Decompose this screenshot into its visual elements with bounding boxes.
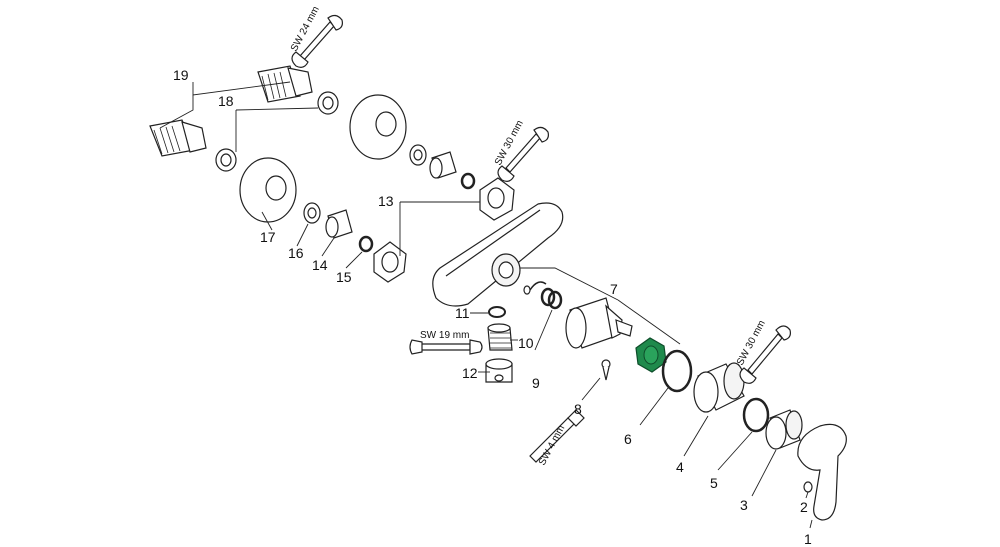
part-15-upper-oring [460, 172, 476, 190]
part-8-screw [601, 359, 611, 381]
part-3-cover-ring [765, 409, 803, 450]
part-10-check-valve [487, 323, 513, 351]
highlighted-nut [635, 337, 667, 373]
mixer-body [432, 202, 564, 307]
part-14-lower-adapter [325, 209, 353, 239]
label-part-11: 11 [455, 305, 470, 321]
part-13-lower-nut [373, 241, 407, 283]
wrench-sw30-top-icon [497, 126, 549, 182]
part-1-lever-handle [797, 423, 847, 521]
label-part-5: 5 [710, 475, 718, 491]
part-17-lower-rosette [239, 157, 297, 223]
part-18-upper-washer [317, 91, 339, 115]
part-6-oring [661, 349, 693, 393]
part-9-clip [523, 281, 547, 295]
label-part-1: 1 [804, 531, 812, 547]
part-18-lower-washer [215, 148, 237, 172]
part-2-screw-cap [803, 481, 813, 493]
label-part-7: 7 [610, 281, 618, 297]
label-part-13: 13 [378, 193, 394, 209]
label-part-6: 6 [624, 431, 632, 447]
hex-key-sw4-icon [529, 409, 585, 463]
label-part-17: 17 [260, 229, 276, 245]
label-part-9: 9 [532, 375, 540, 391]
label-part-3: 3 [740, 497, 748, 513]
part-9-orings [540, 287, 563, 310]
part-16-upper-washer [409, 144, 427, 166]
tool-label-sw19: SW 19 mm [420, 330, 469, 341]
part-19-upper-connector [257, 65, 313, 103]
part-7-cartridge [565, 297, 633, 349]
part-13-upper-nut [479, 177, 515, 221]
part-19-lower-connector [149, 119, 207, 157]
label-part-19: 19 [173, 67, 189, 83]
part-17-upper-rosette [349, 94, 407, 160]
wrench-sw19-icon [409, 339, 483, 355]
part-16-lower-washer [303, 202, 321, 224]
part-14-upper-adapter [429, 151, 457, 179]
label-part-10: 10 [518, 335, 534, 351]
label-part-15: 15 [336, 269, 352, 285]
part-5-oring [742, 397, 770, 433]
label-part-4: 4 [676, 459, 684, 475]
label-part-8: 8 [574, 401, 582, 417]
label-part-2: 2 [800, 499, 808, 515]
part-12-stop-valve [485, 358, 513, 383]
label-part-14: 14 [312, 257, 328, 273]
wrench-sw30-right-icon [739, 325, 791, 384]
part-4-sleeve [693, 362, 745, 413]
leader-lines [159, 81, 813, 529]
wrench-sw24-icon [291, 14, 343, 68]
label-part-16: 16 [288, 245, 304, 261]
label-part-18: 18 [218, 93, 234, 109]
part-15-lower-oring [358, 235, 374, 253]
part-11-oring [488, 306, 506, 318]
label-part-12: 12 [462, 365, 478, 381]
